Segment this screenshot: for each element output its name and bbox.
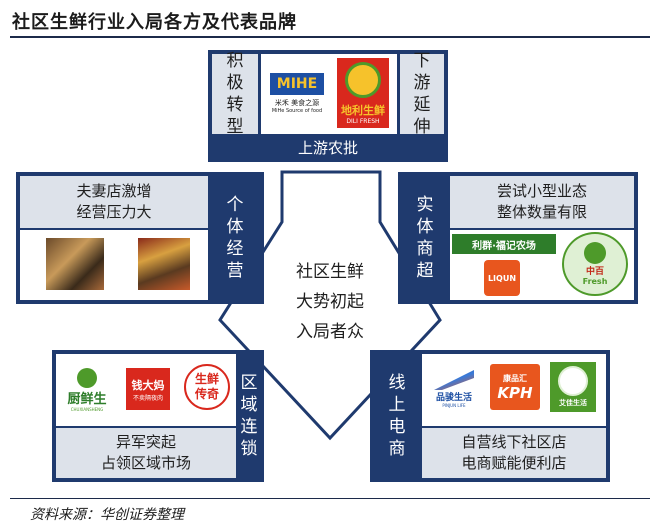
bottom-right-category: 线上电商 [374, 354, 420, 478]
shengxianchuanqi-logo: 生鲜传奇 [184, 364, 230, 410]
bottom-left-category-text: 区域连锁 [240, 373, 258, 459]
mihe-logo: MIHE 米禾 美食之源 MiHe Source of food [267, 68, 327, 118]
title-divider [10, 36, 650, 38]
shop-photo-2 [138, 238, 190, 290]
top-logo-area: MIHE 米禾 美食之源 MiHe Source of food 地利生鲜 DI… [261, 54, 397, 134]
top-right-label-text: 下游延伸 [413, 51, 431, 137]
dili-logo-emblem [345, 61, 381, 98]
aijia-logo: 艾佳生活 [550, 362, 596, 412]
tree-icon [584, 242, 606, 264]
kph-logo-text: KPH [497, 383, 533, 402]
pinjun-logo: 品骏生活 PINJUN LIFE [430, 366, 478, 412]
zhongbai-logo-sub: 中百 [585, 267, 604, 277]
liqun-logo: 利群·福记农场 [452, 234, 556, 254]
page-title: 社区生鲜行业入局各方及代表品牌 [12, 12, 297, 33]
pinjun-logo-sub: PINJUN LIFE [442, 403, 466, 408]
center-line-1: 社区生鲜 [296, 262, 364, 282]
right-desc: 尝试小型业态 整体数量有限 [450, 176, 634, 228]
right-logo-area: 利群·福记农场 LIQUN 中百 Fresh [450, 230, 634, 300]
qiandama-logo-text: 钱大妈 [131, 378, 165, 392]
bottom-left-logo-area: 厨鲜生 CHUXIANSHENG 钱大妈 不卖隔夜肉 生鲜传奇 [56, 354, 236, 426]
center-line-3: 入局者众 [296, 322, 364, 342]
left-photo-area [20, 230, 208, 300]
bottom-right-desc: 自营线下社区店 电商赋能便利店 [422, 428, 606, 478]
liqun-sub-logo: LIQUN [484, 260, 520, 296]
shop-photo-1 [46, 238, 104, 290]
bottom-right-logo-area: 品骏生活 PINJUN LIFE 康品汇 KPH 艾佳生活 [422, 354, 606, 426]
qiandama-logo-sub: 不卖隔夜肉 [132, 394, 163, 402]
liqun-sub-logo-mark: LIQUN [487, 273, 517, 283]
dili-logo-sub: DILI FRESH [346, 117, 380, 125]
dili-logo: 地利生鲜 DILI FRESH [337, 58, 389, 128]
left-desc: 夫妻店激增 经营压力大 [20, 176, 208, 228]
zhongbai-fresh-logo: 中百 Fresh [562, 232, 628, 296]
wing-icon [434, 370, 474, 390]
top-left-label: 积极转型 [212, 51, 258, 137]
right-category-text: 实体商超 [416, 195, 434, 281]
center-text: 社区生鲜 大势初起 入局者众 [270, 256, 390, 348]
zhongbai-logo-text: Fresh [582, 277, 608, 286]
bottom-left-desc: 异军突起 占领区域市场 [56, 428, 236, 478]
center-line-2: 大势初起 [296, 292, 364, 312]
kph-logo: 康品汇 KPH [490, 364, 540, 410]
bottom-right-category-text: 线上电商 [388, 373, 406, 459]
pinjun-logo-text: 品骏生活 [435, 393, 472, 403]
mihe-logo-sub2: MiHe Source of food [271, 107, 323, 114]
chuxiansheng-logo-text: 厨鲜生 [67, 392, 107, 407]
qiandama-logo: 钱大妈 不卖隔夜肉 [126, 368, 170, 410]
aijia-logo-text: 艾佳生活 [559, 399, 587, 407]
dili-logo-text: 地利生鲜 [341, 103, 385, 117]
left-category-text: 个体经营 [226, 195, 244, 281]
source-note: 资料来源：华创证券整理 [30, 507, 184, 523]
top-left-label-text: 积极转型 [226, 51, 244, 137]
chuxiansheng-logo: 厨鲜生 CHUXIANSHENG [60, 364, 114, 416]
bottom-left-category: 区域连锁 [238, 354, 260, 478]
mihe-logo-mark: MIHE [270, 72, 324, 95]
mihe-logo-sub1: 米禾 美食之源 [274, 98, 320, 107]
kph-logo-sub: 康品汇 [503, 373, 527, 383]
left-category: 个体经营 [210, 176, 260, 300]
chuxiansheng-logo-sub: CHUXIANSHENG [70, 407, 104, 412]
leaf-icon [77, 368, 97, 388]
aijia-emblem-icon [558, 366, 588, 396]
top-bottom-label: 上游农批 [297, 138, 358, 157]
footer-divider [10, 498, 650, 499]
top-right-label: 下游延伸 [400, 51, 444, 137]
right-category: 实体商超 [402, 176, 448, 300]
